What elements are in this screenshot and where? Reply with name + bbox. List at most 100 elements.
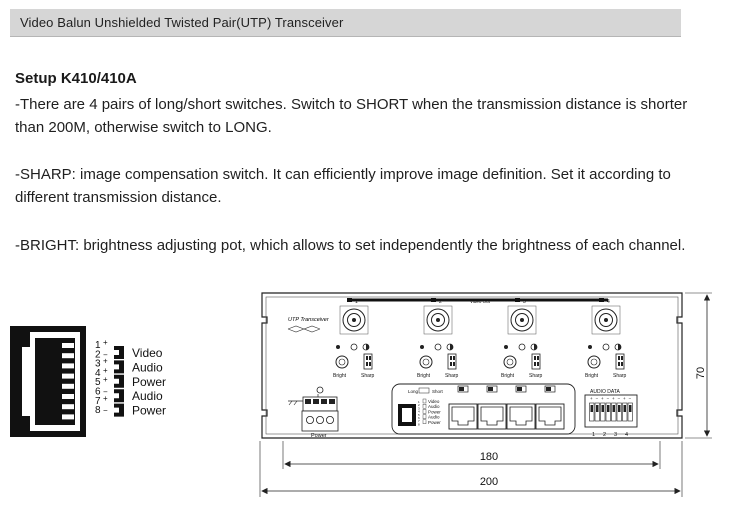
dimension-height: 70: [695, 367, 707, 379]
paragraph-sharp: -SHARP: image compensation switch. It ca…: [15, 166, 671, 206]
mini-pin-number: 7: [418, 419, 420, 423]
audio-polarity: +: [623, 396, 626, 401]
pair-bracket: [114, 346, 124, 359]
audio-polarity: +: [601, 396, 604, 401]
paragraph-bright: -BRIGHT: brightness adjusting pot, which…: [15, 237, 686, 254]
audio-data-label: AUDIO DATA: [590, 389, 620, 395]
audio-polarity: −: [629, 396, 632, 401]
sharp-switch[interactable]: [447, 353, 457, 370]
rj45-pin: [62, 394, 74, 399]
rj45-port[interactable]: [477, 385, 507, 430]
audio-polarity: −: [618, 396, 621, 401]
bright-label: Bright: [333, 373, 347, 379]
audio-channel-number: 3: [614, 432, 617, 438]
rj45-port[interactable]: [535, 385, 565, 430]
rj45-port[interactable]: [448, 385, 478, 430]
audio-channel-number: 2: [603, 432, 606, 438]
signal-label: Audio: [132, 360, 163, 374]
sharp-switch[interactable]: [531, 353, 541, 370]
pin-number: 1: [95, 340, 101, 351]
legend-short: Short: [432, 389, 444, 394]
page-title: Video Balun Unshielded Twisted Pair(UTP)…: [20, 15, 344, 30]
audio-channel-number: 1: [592, 432, 595, 438]
rj45-pin: [62, 414, 74, 420]
panel-label: UTP Transceiver: [288, 317, 330, 323]
pin-polarity: −: [103, 350, 108, 359]
bright-label: Bright: [417, 373, 431, 379]
page-header: Video Balun Unshielded Twisted Pair(UTP)…: [10, 9, 681, 37]
sharp-label: Sharp: [529, 373, 543, 379]
mini-signal-label: Power: [428, 409, 441, 414]
audio-polarity: +: [612, 396, 615, 401]
mini-signal-label: Power: [428, 420, 441, 425]
rj45-pin: [62, 383, 74, 389]
mini-pin-number: 1: [418, 400, 420, 404]
rj45-pin: [62, 363, 74, 369]
dimension-lines: 70 180 200: [259, 292, 712, 497]
pin-polarity: +: [103, 357, 108, 366]
mini-pin-number: 5: [418, 413, 420, 417]
paragraph-switches: -There are 4 pairs of long/short switche…: [15, 96, 688, 136]
pin-polarity: +: [103, 338, 108, 347]
pin-number: 4: [95, 368, 101, 379]
legend-long: Long: [408, 389, 419, 394]
pair-bracket: [114, 374, 124, 388]
signal-label: Power: [132, 404, 166, 418]
pin-number: 3: [95, 359, 101, 370]
power-terminal-block: Power: [288, 386, 339, 439]
rj45-pin: [62, 404, 74, 410]
sharp-switch[interactable]: [615, 353, 625, 370]
mini-pin-number: 2: [418, 403, 420, 407]
dimension-outer-width: 200: [480, 476, 498, 488]
audio-polarity: −: [607, 396, 610, 401]
signal-label: Video: [132, 346, 163, 360]
power-label: Power: [311, 433, 327, 439]
pin-polarity: −: [103, 388, 108, 397]
rj45-port-module: Long Short 12345678VideoAudioPowerAudioP…: [391, 383, 576, 435]
mini-pin-number: 3: [418, 406, 420, 410]
pair-bracket: [114, 403, 124, 417]
bright-label: Bright: [585, 373, 599, 379]
mini-signal-label: Video: [428, 399, 440, 404]
sharp-switch[interactable]: [363, 353, 373, 370]
channel-number: 2: [439, 299, 442, 305]
channel-number: 3: [523, 299, 526, 305]
channel-number: 4: [607, 299, 610, 305]
pair-bracket: [114, 389, 124, 403]
signal-label: Power: [132, 375, 166, 389]
sharp-label: Sharp: [361, 373, 375, 379]
rj45-pin: [62, 373, 74, 379]
video-out-label: Video Out: [470, 299, 491, 304]
rj45-pinout-diagram: 1+2−3+4+5+6−7+8−VideoAudioPowerAudioPowe…: [10, 326, 166, 437]
pair-bracket: [114, 360, 124, 374]
mini-signal-label: Audio: [428, 415, 440, 420]
pin-polarity: +: [103, 366, 108, 375]
audio-polarity: −: [596, 396, 599, 401]
sharp-label: Sharp: [445, 373, 459, 379]
audio-polarity: +: [590, 396, 593, 401]
mini-pin-number: 6: [418, 416, 420, 420]
pin-number: 8: [95, 405, 101, 416]
bright-label: Bright: [501, 373, 515, 379]
pin-number: 6: [95, 387, 101, 398]
audio-channel-number: 4: [625, 432, 628, 438]
channel-number: 1: [355, 299, 358, 305]
mini-pin-number: 8: [418, 422, 420, 426]
pin-number: 5: [95, 377, 101, 388]
mini-pin-number: 4: [418, 410, 420, 414]
dimension-inner-width: 180: [480, 451, 498, 463]
pin-polarity: +: [103, 394, 108, 403]
sharp-label: Sharp: [613, 373, 627, 379]
mini-signal-label: Audio: [428, 404, 440, 409]
section-heading: Setup K410/410A: [15, 70, 137, 87]
pin-polarity: +: [103, 375, 108, 384]
rj45-pin: [62, 343, 74, 348]
rj45-port[interactable]: [506, 385, 536, 430]
signal-label: Audio: [132, 389, 163, 403]
